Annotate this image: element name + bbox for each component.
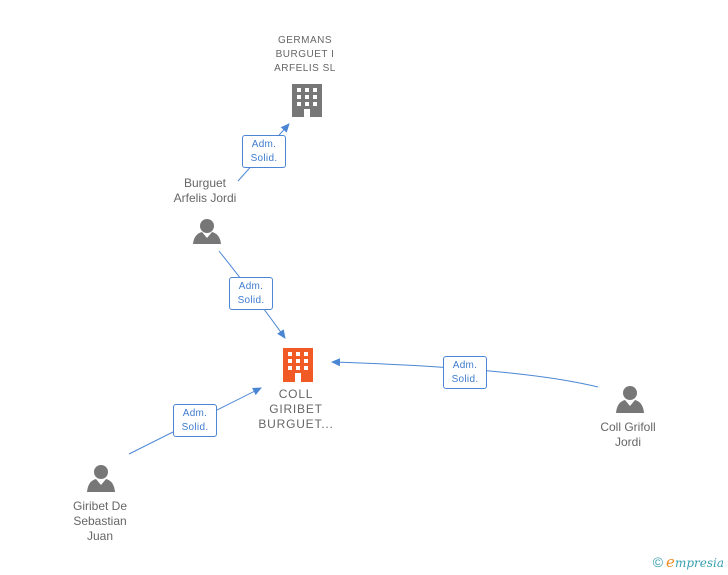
brand-rest: mpresia (674, 556, 724, 570)
person-icon-burguet[interactable] (193, 219, 221, 244)
building-icon[interactable] (292, 84, 322, 117)
person-icon-coll-grifoll[interactable] (616, 386, 644, 413)
edge-label-giribet-coll-giribet: Adm. Solid. (173, 404, 217, 437)
building-icon-main[interactable] (283, 348, 313, 382)
edge-label-line1: Adm. (251, 139, 277, 150)
node-label-giribet[interactable]: Giribet De Sebastian Juan (72, 499, 128, 543)
copyright-icon: © (652, 554, 664, 570)
edge-label-burguet-germans: Adm. Solid. (242, 135, 286, 168)
edge-label-line2: Solid. (451, 374, 479, 385)
edge-label-burguet-coll-giribet: Adm. Solid. (229, 277, 273, 310)
edge-label-coll-grifoll-coll-giribet: Adm. Solid. (443, 356, 487, 389)
person-icon-giribet[interactable] (87, 465, 115, 492)
node-label-burguet[interactable]: Burguet Arfelis Jordi (173, 176, 237, 205)
brand-initial: e (666, 553, 675, 571)
edge-coll-grifoll-to-coll-giribet (331, 358, 599, 388)
edge-label-line1: Adm. (182, 408, 208, 419)
brand-logo: empresia (666, 553, 724, 571)
node-label-coll-giribet[interactable]: COLL GIRIBET BURGUET... (258, 387, 334, 431)
edge-label-line2: Solid. (237, 295, 265, 306)
edge-label-line1: Adm. (238, 281, 264, 292)
edge-label-line2: Solid. (250, 153, 278, 164)
edge-label-line1: Adm. (452, 360, 478, 371)
edge-label-line2: Solid. (181, 422, 209, 433)
node-label-germans[interactable]: GERMANS BURGUET I ARFELIS SL (274, 35, 336, 74)
empresia-brand[interactable]: © empresia (653, 553, 724, 571)
node-label-coll-grifoll[interactable]: Coll Grifoll Jordi (600, 420, 656, 449)
